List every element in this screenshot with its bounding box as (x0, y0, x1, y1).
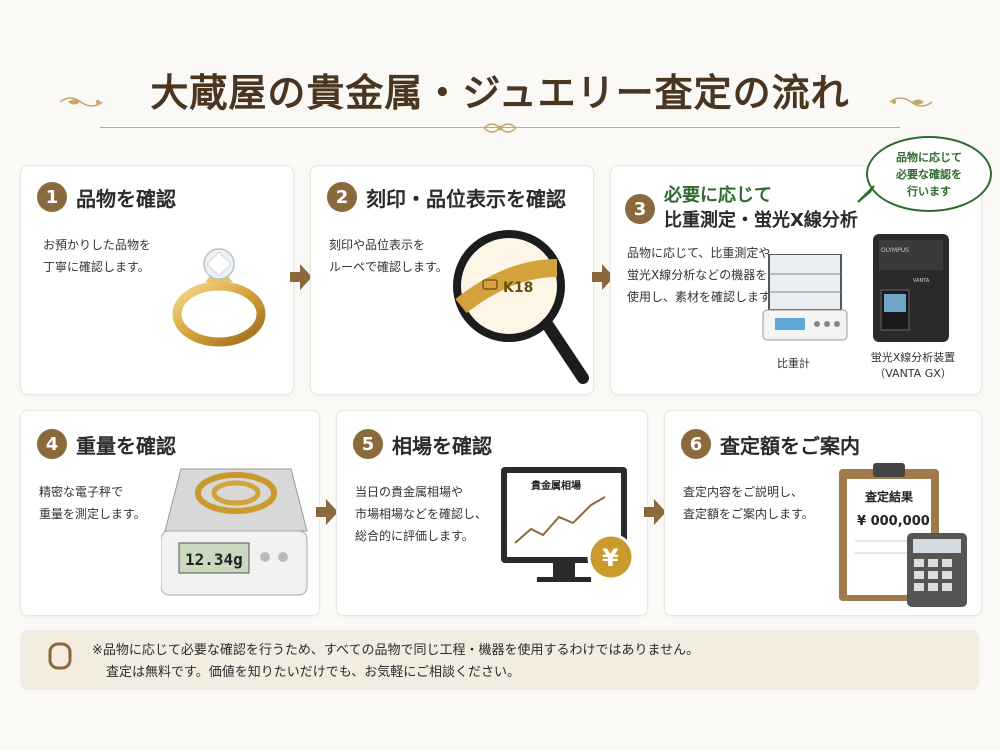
step-header: 2 刻印・品位表示を確認 (327, 182, 566, 212)
magnifier-icon: K18 (453, 230, 589, 384)
bubble-tail-icon (857, 185, 875, 203)
step-description: お預かりした品物を 丁寧に確認します。 (43, 238, 152, 274)
step-description: 当日の貴金属相場や 市場相場などを確認し、 総合的に評価します。 (355, 485, 488, 543)
notice-box: ※品物に応じて必要な確認を行うため、すべての品物で同じ工程・機器を使用するわけで… (20, 630, 979, 690)
step-header: 4 重量を確認 (37, 429, 176, 459)
step-number: 4 (37, 429, 67, 459)
center-ornament-icon (483, 123, 517, 133)
step-title: 査定額をご案内 (720, 433, 860, 458)
clipboard-calculator-icon: 査定結果 ¥ 000,000 (839, 463, 967, 607)
clipboard-title: 査定結果 (864, 489, 913, 504)
step-header: 5 相場を確認 (353, 429, 492, 459)
step-title: 品物を確認 (76, 186, 176, 211)
step-title: 刻印・品位表示を確認 (366, 186, 566, 211)
step-number: 1 (37, 182, 67, 212)
device-label-text: VANTA (913, 278, 930, 284)
monitor-chart-icon: 貴金属相場 ¥ (501, 467, 635, 582)
step-description: 査定内容をご説明し、 査定額をご案内します。 (683, 485, 814, 521)
digital-scale-icon: 12.34g (161, 468, 308, 596)
step-title: 必要に応じて 比重測定・蛍光X線分析 (664, 185, 858, 231)
clipboard-amount: ¥ 000,000 (857, 514, 930, 529)
density-meter-icon (762, 254, 848, 341)
right-ornament-icon (889, 97, 933, 107)
monitor-title: 貴金属相場 (531, 479, 581, 492)
step-description: 刻印や品位表示を ルーペで確認します。 (329, 238, 448, 274)
arrow-right-icon (316, 499, 338, 525)
step-header: 6 査定額をご案内 (681, 429, 860, 459)
step-description: 品物に応じて、比重測定や 蛍光X線分析などの機器を 使用し、素材を確認します。 (627, 246, 782, 304)
step-title: 相場を確認 (392, 433, 492, 458)
scale-reading-text: 12.34g (185, 550, 243, 569)
left-ornament-icon (59, 97, 103, 107)
step-number: 2 (327, 182, 357, 212)
step-number: 3 (625, 194, 655, 224)
step-card-6: 6 査定額をご案内 査定内容をご説明し、 査定額をご案内します。 査定結果 ¥ … (664, 410, 982, 616)
step-number: 5 (353, 429, 383, 459)
device-brand-text: OLYMPUS (881, 247, 909, 254)
note-bubble: 品物に応じて 必要な確認を 行います (866, 136, 992, 212)
step-card-1: 1 品物を確認 お預かりした品物を 丁寧に確認します。 (20, 165, 294, 395)
step-title: 重量を確認 (76, 433, 176, 458)
arrow-right-icon (290, 264, 312, 290)
step-card-2: 2 刻印・品位表示を確認 刻印や品位表示を ルーペで確認します。 K18 (310, 165, 594, 395)
step-card-4: 4 重量を確認 精密な電子秤で 重量を測定します。 12.34g (20, 410, 320, 616)
engraving-text: K18 (503, 280, 533, 296)
caption-density-meter: 比重計 (777, 357, 810, 370)
yen-text: ¥ (602, 544, 619, 572)
step-header: 3 必要に応じて 比重測定・蛍光X線分析 (625, 184, 858, 234)
xrf-analyzer-icon: OLYMPUS VANTA (873, 234, 949, 342)
page-title: 大蔵屋の貴金属・ジュエリー査定の流れ (150, 70, 850, 115)
arrow-right-icon (644, 499, 666, 525)
header: 大蔵屋の貴金属・ジュエリー査定の流れ (0, 0, 1000, 145)
step-header: 1 品物を確認 (37, 182, 176, 212)
step-description: 精密な電子秤で 重量を測定します。 (39, 485, 146, 521)
notice-text: ※品物に応じて必要な確認を行うため、すべての品物で同じ工程・機器を使用するわけで… (92, 643, 700, 680)
notice-icon (48, 642, 72, 670)
caption-xrf-analyzer: 蛍光X線分析装置 （VANTA GX） (870, 351, 956, 380)
step-number: 6 (681, 429, 711, 459)
step-card-5: 5 相場を確認 当日の貴金属相場や 市場相場などを確認し、 総合的に評価します。… (336, 410, 648, 616)
gold-ring-icon (172, 248, 266, 347)
arrow-right-icon (592, 264, 614, 290)
